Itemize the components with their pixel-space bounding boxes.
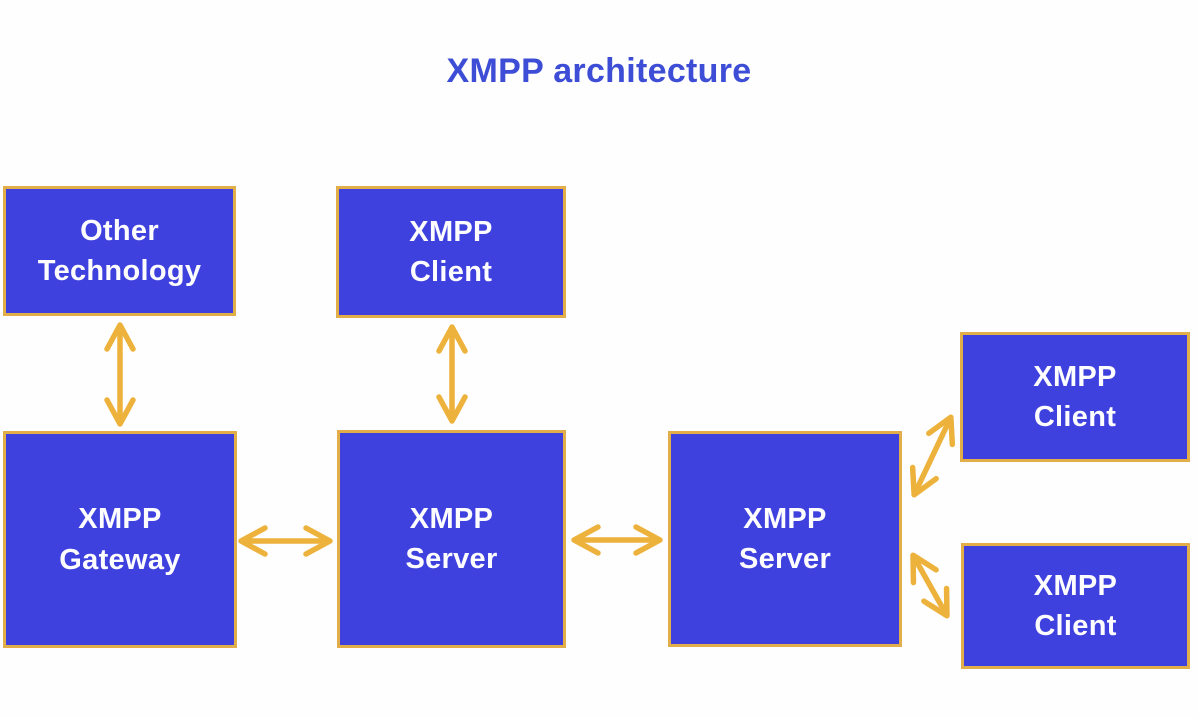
node-label-line: XMPP xyxy=(409,215,493,248)
node-xmpp-server-right: XMPP Server xyxy=(668,431,902,647)
node-label-line: Technology xyxy=(37,255,202,287)
node-label-line: Client xyxy=(1034,610,1117,642)
node-label-line: XMPP xyxy=(409,502,494,535)
node-xmpp-server-left: XMPP Server xyxy=(337,430,566,648)
node-label-line: Client xyxy=(409,256,493,288)
arrow-xmpp-server-right-to-client-bottom xyxy=(910,552,950,619)
node-label-line: Server xyxy=(738,543,832,575)
node-label-line: Server xyxy=(405,543,498,575)
node-xmpp-gateway: XMPP Gateway xyxy=(3,431,237,648)
node-xmpp-client-right-bottom: XMPP Client xyxy=(961,543,1190,669)
arrow-xmpp-server-right-to-client-top xyxy=(909,414,956,498)
node-label-line: XMPP xyxy=(78,503,162,536)
node-label-line: Gateway xyxy=(59,543,181,576)
node-label-line: XMPP xyxy=(743,502,827,535)
node-label-line: XMPP xyxy=(1033,360,1117,393)
node-label-line: Other xyxy=(80,214,159,247)
node-xmpp-client-right-top: XMPP Client xyxy=(960,332,1190,462)
diagram-title: XMPP architecture xyxy=(446,52,752,90)
node-label-line: XMPP xyxy=(1033,569,1118,602)
node-xmpp-client-top: XMPP Client xyxy=(336,186,566,318)
node-other-technology: Other Technology xyxy=(3,186,236,316)
node-label-line: Client xyxy=(1033,401,1117,433)
